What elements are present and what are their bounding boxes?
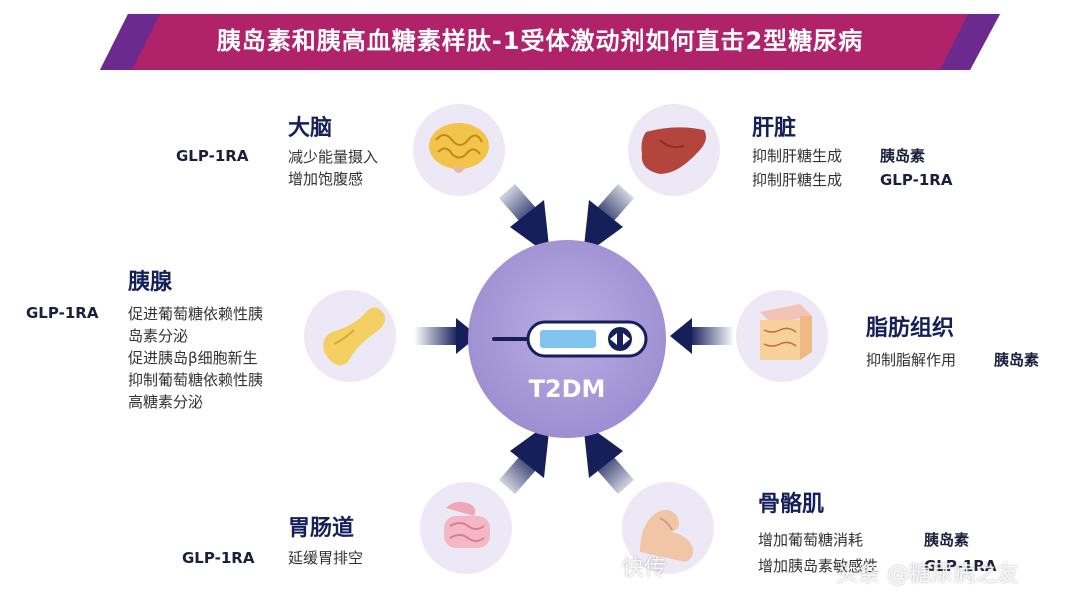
pancreas-effect: 促进胰岛β细胞新生 xyxy=(128,349,258,367)
arrow-adipose xyxy=(670,318,734,354)
gut-effect: 延缓胃排空 xyxy=(288,549,364,567)
pancreas-title: 胰腺 xyxy=(128,270,173,295)
muscle-drug: 胰岛素 xyxy=(924,531,970,549)
muscle-icon xyxy=(640,510,694,562)
pancreas-drug: GLP-1RA xyxy=(26,304,99,322)
liver-title: 肝脏 xyxy=(752,116,797,141)
brain-icon xyxy=(429,123,489,173)
adipose-icon xyxy=(760,304,812,360)
muscle-effect: 增加胰岛素敏感性 xyxy=(758,557,879,575)
brain-effects: 减少能量摄入 增加饱腹感 xyxy=(288,146,378,190)
adipose-title: 脂肪组织 xyxy=(866,316,955,341)
pancreas-effects: 促进葡萄糖依赖性胰 岛素分泌 促进胰岛β细胞新生 抑制葡萄糖依赖性胰 高糖素分泌 xyxy=(128,303,263,413)
muscle-title: 骨骼肌 xyxy=(758,492,825,517)
arrow-liver xyxy=(583,184,634,256)
brain-title: 大脑 xyxy=(288,116,333,141)
adipose-drug: 胰岛素 xyxy=(994,351,1040,369)
muscle-drug: GLP-1RA xyxy=(924,557,997,575)
brain-effect: 增加饱腹感 xyxy=(288,170,364,188)
page-title: 胰岛素和胰高血糖素样肽-1受体激动剂如何直击2型糖尿病 xyxy=(216,27,864,55)
pancreas-effect: 促进葡萄糖依赖性胰 xyxy=(128,305,264,323)
arrow-gut xyxy=(499,422,550,494)
banner-shape xyxy=(100,14,1000,70)
arrow-brain xyxy=(499,184,550,256)
watermark-right: 头条 @糖尿病之友 xyxy=(836,562,1019,587)
liver-drug: 胰岛素 xyxy=(880,147,926,165)
t2dm-label: T2DM xyxy=(528,375,606,403)
pancreas-effect: 岛素分泌 xyxy=(128,327,189,345)
muscle-effect: 增加葡萄糖消耗 xyxy=(758,531,864,549)
title-banner: 胰岛素和胰高血糖素样肽-1受体激动剂如何直击2型糖尿病 xyxy=(0,0,1080,80)
adipose-effect: 抑制脂解作用 xyxy=(866,351,957,369)
arrow-muscle xyxy=(583,422,634,494)
liver-drug: GLP-1RA xyxy=(880,171,953,189)
liver-effect: 抑制肝糖生成 xyxy=(752,147,843,165)
watermark-left: 快传 xyxy=(622,556,667,581)
pancreas-effect: 高糖素分泌 xyxy=(128,393,204,411)
glucose-meter-icon xyxy=(492,320,648,358)
pancreas-effect: 抑制葡萄糖依赖性胰 xyxy=(128,371,264,389)
liver-effect: 抑制肝糖生成 xyxy=(752,171,843,189)
pancreas-icon xyxy=(323,307,385,366)
brain-drug: GLP-1RA xyxy=(176,147,249,165)
arrow-pancreas xyxy=(414,318,478,354)
gut-icon xyxy=(444,501,490,548)
gut-title: 胃肠道 xyxy=(288,516,355,541)
gut-drug: GLP-1RA xyxy=(182,549,255,567)
liver-icon xyxy=(641,127,706,174)
brain-effect: 减少能量摄入 xyxy=(288,148,379,166)
